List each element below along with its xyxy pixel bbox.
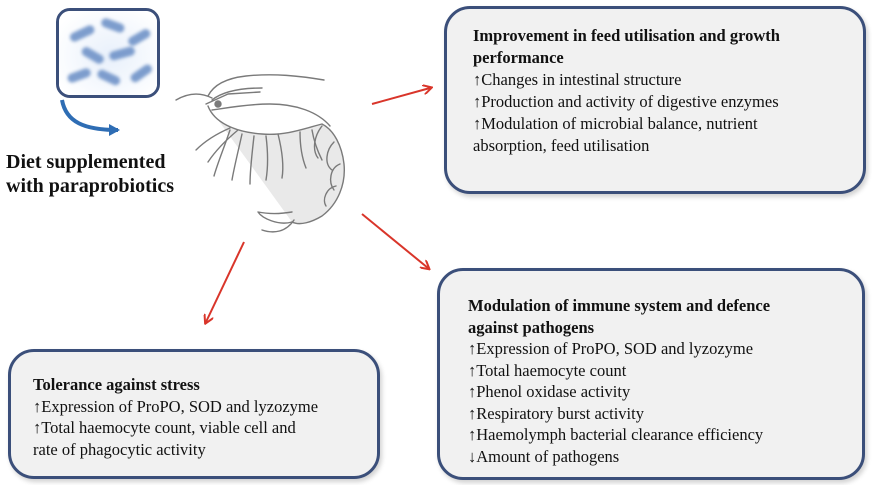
box-title: Modulation of immune system and defence	[468, 295, 854, 317]
arrow-to-immune	[362, 214, 428, 268]
diet-label: Diet supplemented with paraprobiotics	[6, 150, 174, 198]
effect-item: ↑Production and activity of digestive en…	[473, 91, 853, 113]
effect-item: ↓Amount of pathogens	[468, 446, 854, 468]
immune-modulation-box: Modulation of immune system and defence …	[437, 268, 865, 480]
diet-label-line: Diet supplemented	[6, 150, 174, 174]
effect-item: ↑Expression of ProPO, SOD and lyzozyme	[468, 338, 854, 360]
effect-item: ↑Phenol oxidase activity	[468, 381, 854, 403]
supplement-arrow	[62, 100, 118, 130]
effect-item: ↑Expression of ProPO, SOD and lyzozyme	[33, 396, 369, 418]
box-title: against pathogens	[468, 317, 854, 339]
effect-item: ↑Total haemocyte count, viable cell and	[33, 417, 369, 439]
box-title: performance	[473, 47, 853, 69]
feed-utilisation-box: Improvement in feed utilisation and grow…	[444, 6, 866, 194]
box-title: Tolerance against stress	[33, 374, 369, 396]
effect-item: ↑Modulation of microbial balance, nutrie…	[473, 113, 853, 135]
effect-item: absorption, feed utilisation	[473, 135, 853, 157]
box-title: Improvement in feed utilisation and grow…	[473, 25, 853, 47]
effect-item: ↑Changes in intestinal structure	[473, 69, 853, 91]
stress-tolerance-box: Tolerance against stress ↑Expression of …	[8, 349, 380, 479]
arrow-to-stress	[206, 242, 244, 322]
arrow-to-feed	[372, 88, 430, 104]
effect-item: ↑Respiratory burst activity	[468, 403, 854, 425]
effect-item: rate of phagocytic activity	[33, 439, 369, 461]
shrimp-icon	[176, 75, 344, 232]
effect-item: ↑Haemolymph bacterial clearance efficien…	[468, 424, 854, 446]
diet-label-line: with paraprobiotics	[6, 174, 174, 198]
effect-item: ↑Total haemocyte count	[468, 360, 854, 382]
